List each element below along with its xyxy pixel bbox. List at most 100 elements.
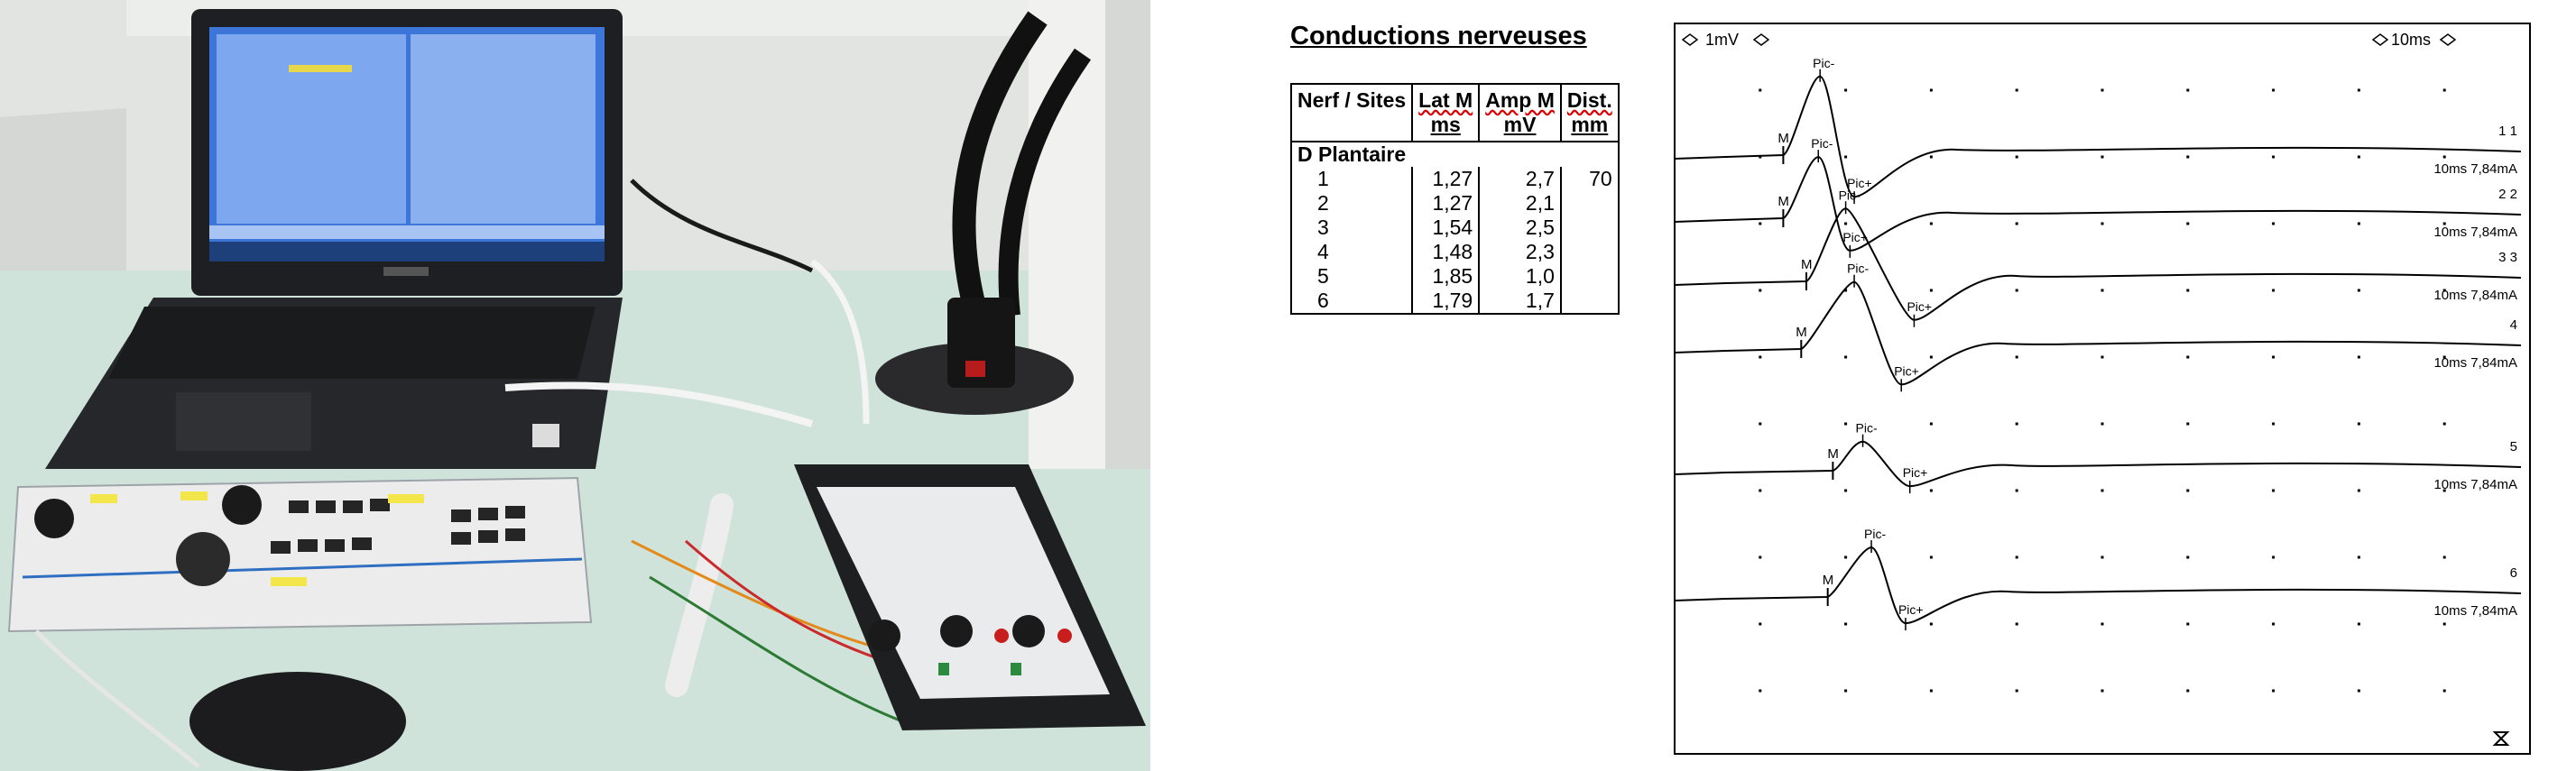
dial xyxy=(176,532,230,586)
hourglass-icon xyxy=(2492,731,2510,746)
trace-1-negpeak-label: Pic- xyxy=(1813,56,1834,70)
grid-dot xyxy=(2101,88,2104,92)
grid-dot xyxy=(2015,622,2018,626)
grid-dot xyxy=(2442,489,2446,492)
table-header-row: Nerf / Sites Lat M ms Amp M mV Dist. mm xyxy=(1289,83,1620,142)
amp-jack-red xyxy=(994,629,1009,643)
trace-3-line xyxy=(1674,207,2522,321)
trace-6-number: 6 xyxy=(2510,565,2517,581)
power-cable xyxy=(952,11,1048,310)
grid-dot xyxy=(2442,355,2446,359)
grid-dot xyxy=(1844,88,1848,92)
grid-dot xyxy=(2357,289,2360,292)
grid-dot xyxy=(2186,222,2190,225)
screen-tabs xyxy=(209,225,605,239)
amp-cell: 2,1 xyxy=(1478,191,1562,216)
grid-dot xyxy=(2442,622,2446,626)
dist-cell xyxy=(1559,216,1620,240)
grid-dots xyxy=(1759,88,2446,693)
gain-up-icon xyxy=(1752,33,1770,46)
grid-dot xyxy=(1844,422,1848,426)
trace-3-settings: 10ms 7,84mA xyxy=(2433,288,2517,303)
grid-dot xyxy=(1929,222,1933,225)
amp-indicator-2 xyxy=(1011,663,1021,675)
mouse xyxy=(189,672,406,771)
grid-dot xyxy=(2272,222,2276,225)
report-title: Conductions nerveuses xyxy=(1290,22,1587,50)
grid-dot xyxy=(2357,622,2360,626)
grid-dot xyxy=(2442,689,2446,693)
stimulator-probe xyxy=(665,493,734,697)
grid-dot xyxy=(2015,88,2018,92)
trace-4-line xyxy=(1674,280,2522,386)
grid-dot xyxy=(2272,689,2276,693)
lat-cell: 1,54 xyxy=(1411,216,1481,240)
grid-dot xyxy=(2186,689,2190,693)
keyboard-stripe xyxy=(22,557,583,579)
natus-keyboard xyxy=(7,476,593,633)
site-cell: 6 xyxy=(1289,289,1414,315)
trace-5-number: 5 xyxy=(2510,439,2517,454)
amp-jack-red-2 xyxy=(1057,629,1072,643)
grid-dot xyxy=(1929,355,1933,359)
trace-4-negpeak-label: Pic- xyxy=(1847,262,1869,276)
header-lat-label: Lat M xyxy=(1418,88,1473,112)
keyboard-labels xyxy=(90,491,424,586)
knob-left xyxy=(34,499,74,538)
header-dist-label: Dist. xyxy=(1566,88,1612,112)
trace-2-onset-label: M xyxy=(1777,194,1789,209)
amp-cell: 2,3 xyxy=(1478,240,1562,264)
lat-cell: 1,27 xyxy=(1411,167,1481,191)
trace-1-onset-label: M xyxy=(1777,131,1789,146)
trace-2-settings: 10ms 7,84mA xyxy=(2433,225,2517,240)
wall-corner xyxy=(0,108,126,271)
grid-dot xyxy=(1929,489,1933,492)
grid-dot xyxy=(2101,555,2104,559)
table-group-row: D Plantaire xyxy=(1290,141,1620,167)
screen-window-left xyxy=(217,34,406,224)
lat-cell: 1,79 xyxy=(1411,289,1481,315)
lead-orange xyxy=(631,539,885,651)
trace-6-line xyxy=(1674,546,2522,625)
trace-1-pospeak-label: Pic+ xyxy=(1847,176,1872,190)
amp-socket-2 xyxy=(940,615,973,647)
trace-4-onset-label: M xyxy=(1796,325,1807,340)
trace-4-number: 4 xyxy=(2510,317,2517,333)
amp-socket-1 xyxy=(868,620,900,652)
gain-down-icon xyxy=(1681,33,1699,46)
dist-cell xyxy=(1559,289,1620,315)
touchpad xyxy=(176,392,311,451)
grid-dot xyxy=(2357,88,2360,92)
amplifier-panel xyxy=(817,487,1110,699)
trace-4-settings: 10ms 7,84mA xyxy=(2433,355,2517,371)
trace-4-pospeak-label: Pic+ xyxy=(1894,363,1919,378)
grid-dot xyxy=(2015,222,2018,225)
grid-dot xyxy=(1759,155,1762,159)
header-sites-label: Nerf / Sites xyxy=(1297,88,1407,112)
site-cell: 5 xyxy=(1289,264,1414,289)
header-lat: Lat M ms xyxy=(1411,83,1481,142)
grid-dot xyxy=(2357,155,2360,159)
keyboard-keys xyxy=(271,499,525,554)
grid-dot xyxy=(1929,155,1933,159)
trace-1-settings: 10ms 7,84mA xyxy=(2433,161,2517,177)
grid-dot xyxy=(2186,289,2190,292)
grid-dot xyxy=(1929,555,1933,559)
grid-dot xyxy=(1759,489,1762,492)
trace-3-negpeak-label: Pic- xyxy=(1839,188,1860,202)
grid-dot xyxy=(2357,222,2360,225)
grid-dot xyxy=(1759,289,1762,292)
grid-dot xyxy=(1844,622,1848,626)
amp-cell: 1,7 xyxy=(1478,289,1562,315)
dist-cell xyxy=(1559,240,1620,264)
trace-3-number: 3 3 xyxy=(2498,250,2517,265)
dist-cell xyxy=(1559,191,1620,216)
grid-dot xyxy=(1929,689,1933,693)
grid-dot xyxy=(2015,689,2018,693)
grid-dot xyxy=(1844,689,1848,693)
grid-dot xyxy=(2272,555,2276,559)
amp-cell: 1,0 xyxy=(1478,264,1562,289)
